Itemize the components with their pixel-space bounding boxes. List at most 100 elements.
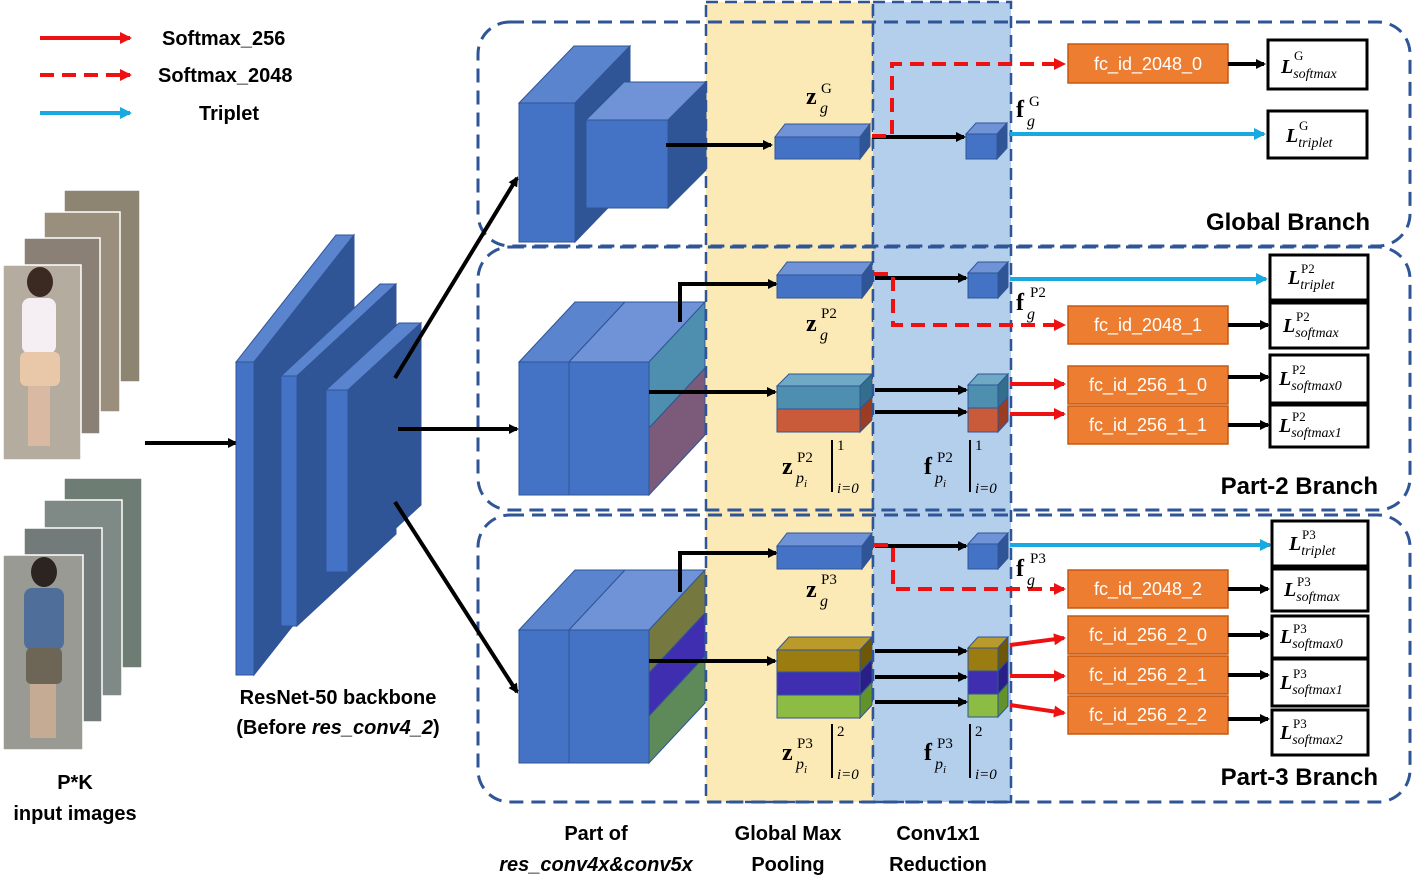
loss-box-p2-softmax1: Lsoftmax1 P2	[1268, 403, 1370, 449]
svg-text:P3: P3	[821, 572, 837, 588]
fp-p2-parts-feature	[966, 372, 1010, 434]
loss-box-g-triplet: Ltriplet G	[1266, 109, 1369, 160]
svg-text:i=0: i=0	[975, 481, 997, 497]
fg-p2-feature	[966, 260, 1010, 300]
label-fp-p3: f pi P3 2 i=0	[924, 724, 997, 783]
svg-text:pi: pi	[795, 470, 807, 490]
svg-text:Ltriplet: Ltriplet	[1285, 125, 1334, 151]
loss-box-g-softmax: Lsoftmax G	[1266, 38, 1369, 91]
legend-triplet-label: Triplet	[199, 103, 259, 125]
fc-label-p3-2: fc_id_256_2_2	[1089, 705, 1207, 726]
label-fp-p2: f pi P2 1 i=0	[924, 438, 997, 497]
part3-conv-block	[517, 568, 707, 765]
svg-text:i=0: i=0	[837, 481, 859, 497]
fc-box-p3-0: fc_id_256_2_0	[1067, 615, 1229, 655]
svg-text:1: 1	[837, 438, 845, 454]
zg-p2-feature	[775, 260, 874, 300]
fc-box-g0: fc_id_2048_0	[1067, 43, 1229, 84]
svg-text:Lsoftmax0: Lsoftmax0	[1278, 368, 1342, 394]
label-zp-p3: z pi P3 2 i=0	[782, 724, 859, 783]
svg-text:pi: pi	[795, 756, 807, 776]
part2-to-gmp-full-arrow	[678, 279, 778, 322]
svg-text:2: 2	[975, 724, 983, 740]
zp-p2-parts-feature	[775, 372, 874, 434]
part2-branch-label: Part-2 Branch	[1221, 473, 1378, 500]
label-zg-p3: z g P3	[806, 572, 837, 610]
loss-box-p3-softmax1: Lsoftmax1 P3	[1270, 657, 1370, 708]
svg-text:f: f	[924, 740, 933, 766]
svg-text:G: G	[1299, 118, 1308, 133]
legend-softmax256-label: Softmax_256	[162, 28, 285, 50]
part2-branch-box	[476, 245, 1412, 512]
svg-text:1: 1	[975, 438, 983, 454]
person-head	[31, 557, 57, 587]
fc-label-p3-0: fc_id_256_2_0	[1089, 625, 1207, 646]
svg-text:Lsoftmax: Lsoftmax	[1280, 56, 1338, 82]
svg-text:g: g	[1027, 572, 1035, 589]
svg-text:P3: P3	[1293, 716, 1307, 731]
svg-text:P3: P3	[1297, 574, 1311, 589]
svg-text:2: 2	[837, 724, 845, 740]
fc-label-p3-full: fc_id_2048_2	[1094, 579, 1202, 600]
global-branch-box	[476, 20, 1412, 248]
person-shorts	[26, 648, 62, 684]
input-caption-line1: P*K	[57, 772, 93, 794]
svg-text:P2: P2	[937, 450, 953, 466]
loss-box-p3-triplet: Ltriplet P3	[1270, 519, 1370, 568]
svg-text:g: g	[820, 327, 828, 344]
zp-p3-parts-feature	[775, 635, 874, 720]
svg-text:P3: P3	[797, 736, 813, 752]
svg-text:Lsoftmax: Lsoftmax	[1283, 579, 1341, 605]
svg-text:z: z	[806, 311, 817, 337]
label-zp-p2: z pi P2 1 i=0	[782, 438, 859, 497]
fc-label-p2-0: fc_id_256_1_0	[1089, 375, 1207, 396]
fg-global-feature	[964, 121, 1009, 161]
fg-p3-feature	[966, 531, 1010, 571]
fc-box-p2-1: fc_id_256_1_1	[1067, 405, 1229, 445]
svg-text:Lsoftmax1: Lsoftmax1	[1279, 672, 1343, 698]
conv-caption-line2: Reduction	[889, 854, 987, 876]
fc-label-p2-full: fc_id_2048_1	[1094, 315, 1202, 336]
svg-text:P3: P3	[1293, 666, 1307, 681]
part2-conv-block	[517, 300, 707, 497]
person-skirt	[20, 352, 60, 386]
parts-caption-line2: res_conv4x&conv5x	[499, 854, 693, 876]
person-torso	[24, 588, 64, 650]
backbone-block	[234, 233, 423, 677]
gmp-caption-line2: Pooling	[751, 854, 824, 876]
svg-text:P3: P3	[937, 736, 953, 752]
loss-box-p3-softmax2: Lsoftmax2 P3	[1270, 708, 1370, 757]
loss-box-p2-softmax0: Lsoftmax0 P2	[1268, 353, 1370, 405]
part3-softmax2048-path	[874, 543, 1066, 595]
part3-branch-label: Part-3 Branch	[1221, 764, 1378, 791]
svg-text:z: z	[806, 84, 817, 110]
svg-text:z: z	[782, 740, 793, 766]
label-zg-global: z g G	[806, 81, 832, 117]
parts-caption-line1: Part of	[564, 823, 628, 845]
svg-text:P2: P2	[821, 306, 837, 322]
fc-box-p2-0: fc_id_256_1_0	[1067, 365, 1229, 405]
svg-text:Ltriplet: Ltriplet	[1288, 533, 1337, 559]
svg-text:f: f	[1016, 290, 1025, 316]
person-legs	[28, 386, 50, 446]
svg-text:Lsoftmax0: Lsoftmax0	[1279, 626, 1343, 652]
backbone-to-part3-arrow	[393, 500, 519, 694]
fc-box-p3-full: fc_id_2048_2	[1067, 569, 1229, 609]
svg-text:Lsoftmax1: Lsoftmax1	[1278, 415, 1342, 441]
fc-box-p2-full: fc_id_2048_1	[1067, 305, 1229, 345]
fc-label-p2-1: fc_id_256_1_1	[1089, 415, 1207, 436]
svg-text:g: g	[820, 100, 828, 117]
legend: Softmax_256 Softmax_2048 Triplet	[40, 28, 293, 125]
global-softmax2048-path	[872, 58, 1066, 138]
input-images-bottom	[2, 477, 143, 751]
svg-text:f: f	[924, 454, 933, 480]
fp-p3-parts-feature	[966, 635, 1010, 719]
loss-box-p3-softmax: Lsoftmax P3	[1270, 567, 1370, 613]
label-fg-p2: f g P2	[1016, 285, 1046, 323]
svg-text:g: g	[1027, 306, 1035, 323]
loss-box-p2-softmax: Lsoftmax P2	[1268, 301, 1370, 350]
input-caption-line2: input images	[13, 803, 136, 825]
person-torso	[22, 298, 56, 354]
svg-text:P2: P2	[1292, 362, 1306, 377]
fc-label-g0: fc_id_2048_0	[1094, 54, 1202, 75]
